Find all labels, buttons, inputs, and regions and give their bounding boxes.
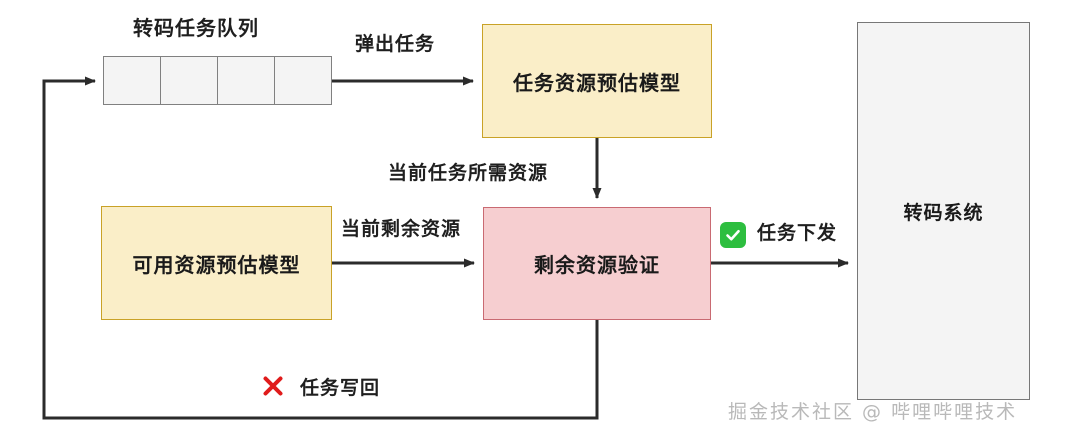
node-available-resource-model: 可用资源预估模型 (101, 206, 332, 320)
edge-label-task-required-resource: 当前任务所需资源 (388, 163, 549, 184)
edge-label-current-remaining-resource: 当前剩余资源 (341, 219, 462, 240)
queue-cell (160, 56, 218, 105)
queue-title: 转码任务队列 (133, 18, 259, 40)
edge-label-task-dispatch: 任务下发 (757, 223, 838, 244)
queue-cell (217, 56, 275, 105)
edge-label-task-writeback: 任务写回 (300, 378, 381, 399)
node-task-resource-model: 任务资源预估模型 (482, 24, 712, 138)
green-check-icon (720, 222, 746, 248)
watermark: 掘金技术社区 @ 哔哩哔哩技术 (728, 401, 1018, 423)
edge-task-writeback (42, 76, 599, 420)
queue-cell (274, 56, 332, 105)
queue-cell (103, 56, 161, 105)
edge-label-pop-task: 弹出任务 (355, 34, 436, 55)
node-remaining-resource-check: 剩余资源验证 (483, 207, 711, 320)
red-cross-icon (259, 372, 287, 400)
node-transcode-system: 转码系统 (857, 22, 1030, 400)
